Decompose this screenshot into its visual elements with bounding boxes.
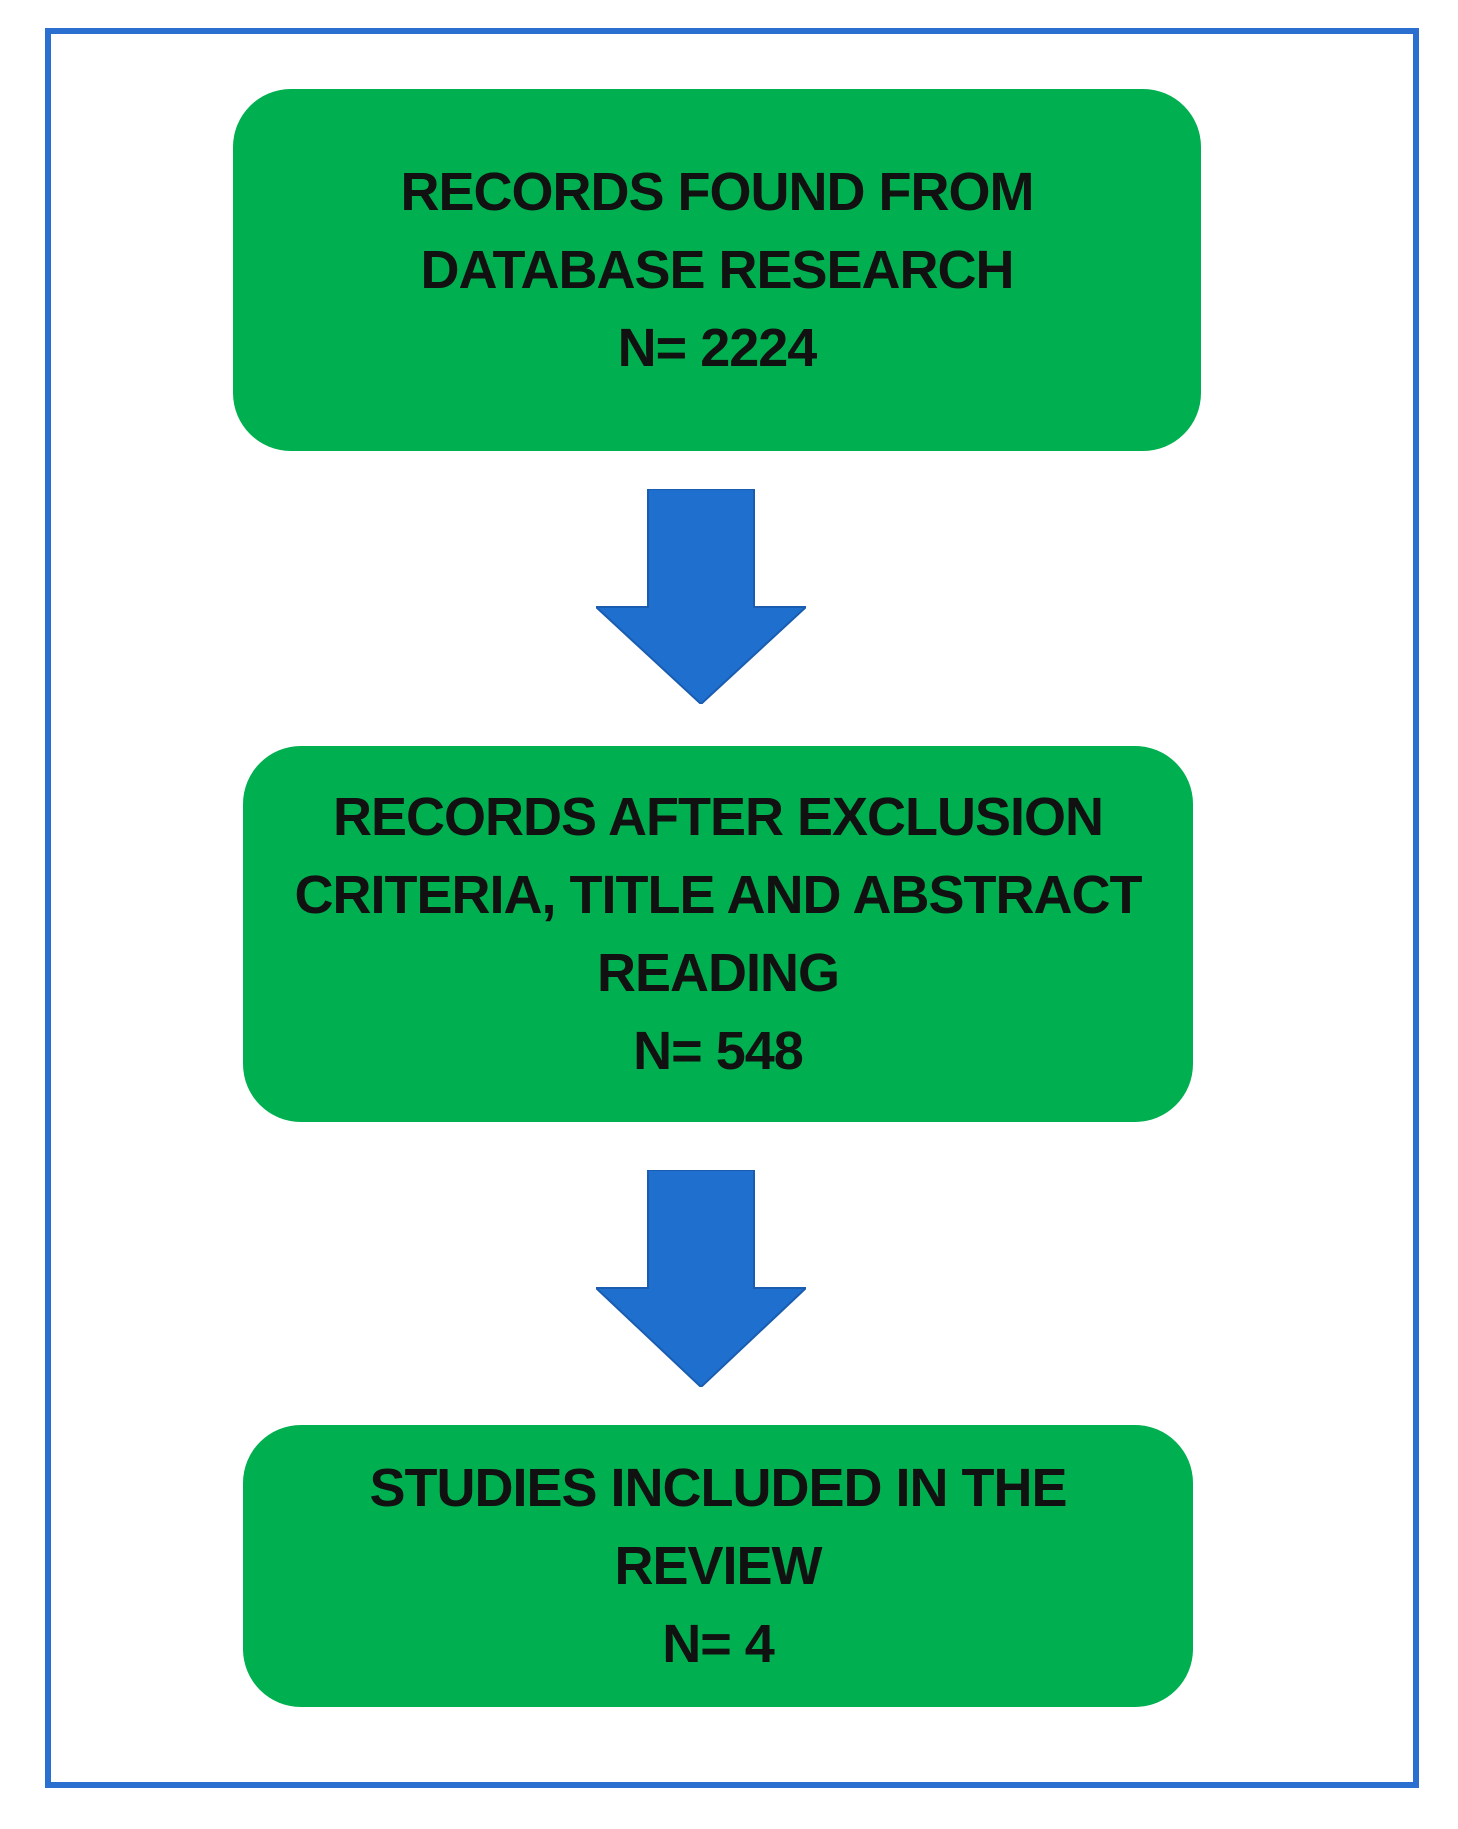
- step-label-line: READING: [596, 943, 840, 1003]
- down-arrow-icon: [596, 489, 806, 704]
- step-label-line: RECORDS FOUND FROM: [400, 162, 1035, 222]
- step-label-line: CRITERIA, TITLE AND ABSTRACT: [294, 865, 1143, 925]
- step-box-studies-included: STUDIES INCLUDED IN THE REVIEW N= 4: [243, 1425, 1193, 1707]
- step-count: N= 4: [662, 1614, 775, 1674]
- step-box-records-found: RECORDS FOUND FROM DATABASE RESEARCH N= …: [233, 89, 1201, 451]
- step-label-line: DATABASE RESEARCH: [420, 240, 1014, 300]
- step-label-line: REVIEW: [614, 1536, 822, 1596]
- step-label-line: STUDIES INCLUDED IN THE: [369, 1458, 1067, 1518]
- step-count: N= 548: [633, 1021, 804, 1081]
- step-box-after-exclusion: RECORDS AFTER EXCLUSION CRITERIA, TITLE …: [243, 746, 1193, 1122]
- step-count: N= 2224: [617, 318, 818, 378]
- down-arrow-icon: [596, 1170, 806, 1387]
- diagram-frame: RECORDS FOUND FROM DATABASE RESEARCH N= …: [45, 28, 1419, 1788]
- step-label-line: RECORDS AFTER EXCLUSION: [332, 787, 1104, 847]
